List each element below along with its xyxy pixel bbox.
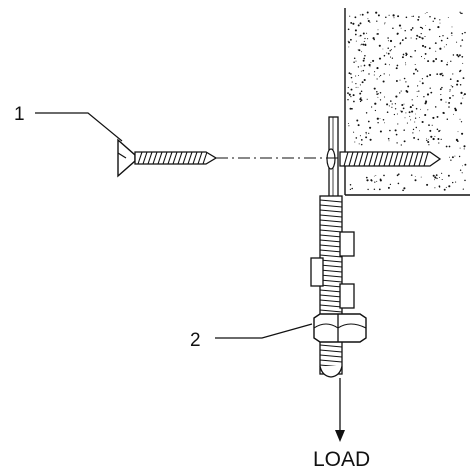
- anchor-screw-threads: [343, 151, 429, 167]
- upper-nut-right-top: [339, 231, 355, 257]
- callout-1-label: 1: [14, 104, 25, 125]
- upper-nut-right-bottom: [339, 283, 355, 309]
- anchor-screw: [339, 151, 442, 167]
- upper-nut-left: [310, 257, 324, 287]
- screw-fastener: [117, 138, 218, 178]
- wall-surface: [345, 10, 470, 195]
- load-arrow: [335, 378, 345, 442]
- callout-1-leader: [35, 112, 123, 142]
- wall-block: [344, 8, 470, 196]
- callout-2-leader: [215, 323, 313, 339]
- screw-threads: [137, 151, 208, 165]
- hex-nut: [313, 313, 367, 343]
- load-label: LOAD: [313, 448, 370, 471]
- callout-2-label: 2: [190, 330, 201, 351]
- wall-stipple-texture: [347, 11, 467, 192]
- washer: [326, 148, 336, 170]
- callout-2: 2: [190, 323, 313, 351]
- callout-1: 1: [14, 104, 123, 142]
